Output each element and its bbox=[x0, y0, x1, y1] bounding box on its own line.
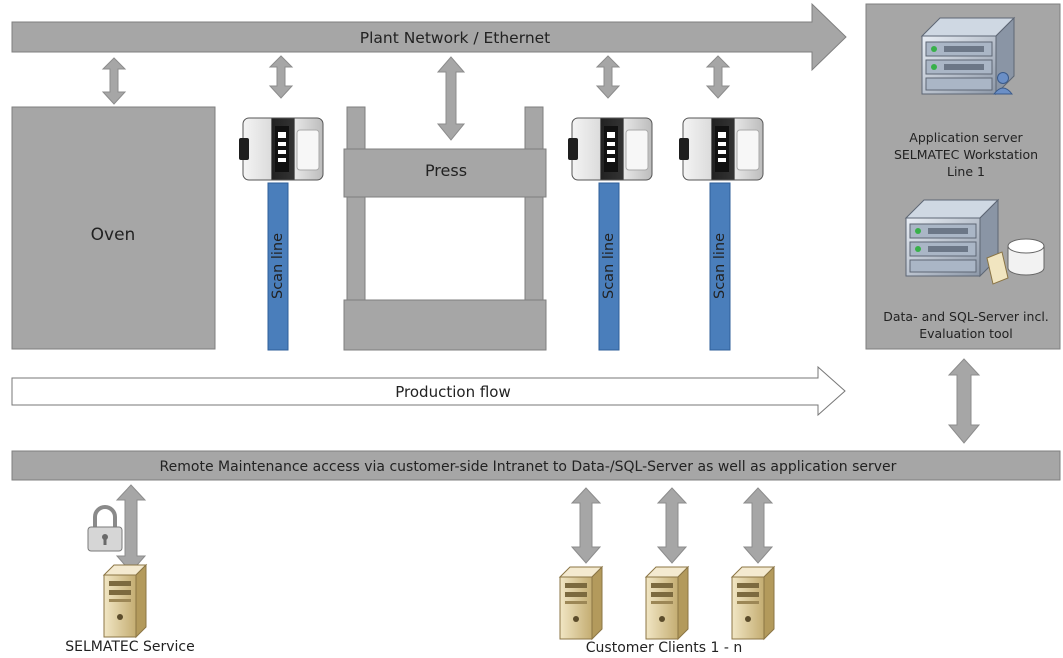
user-icon bbox=[992, 72, 1014, 95]
scan-line-label-1: Scan line bbox=[270, 233, 286, 299]
remote-maintenance-bar bbox=[11, 450, 1061, 481]
network-link-arrows bbox=[101, 55, 731, 141]
remote-maintenance-label: Remote Maintenance access via customer-s… bbox=[160, 459, 897, 475]
client-link-arrows bbox=[570, 487, 774, 564]
application-server-label-3: Line 1 bbox=[947, 164, 985, 179]
production-flow-label: Production flow bbox=[395, 383, 510, 401]
scan-line-label-3: Scan line bbox=[712, 233, 728, 299]
selmatec-service-computer-icon bbox=[103, 564, 147, 638]
document-icon bbox=[986, 251, 1009, 285]
scan-line-label-2: Scan line bbox=[601, 233, 617, 299]
data-server-icon bbox=[905, 199, 999, 277]
customer-client-1-icon bbox=[559, 566, 603, 640]
database-icon bbox=[1007, 238, 1045, 276]
application-server-label-1: Application server bbox=[909, 130, 1023, 145]
customer-client-2-icon bbox=[645, 566, 689, 640]
press-frame bbox=[343, 106, 547, 351]
plant-network-label: Plant Network / Ethernet bbox=[360, 29, 551, 47]
oven-box bbox=[11, 106, 216, 350]
application-server-label-2: SELMATEC Workstation bbox=[894, 147, 1038, 162]
customer-client-3-icon bbox=[731, 566, 775, 640]
data-server-label-1: Data- and SQL-Server incl. bbox=[883, 309, 1049, 324]
oven-label: Oven bbox=[91, 225, 136, 245]
scanner-1-icon bbox=[238, 117, 324, 181]
plant-network-arrow bbox=[11, 2, 847, 72]
lock-icon bbox=[87, 505, 123, 552]
scan-line-bar-2 bbox=[598, 182, 620, 351]
selmatec-service-label: SELMATEC Service bbox=[65, 639, 194, 655]
server-remote-arrow bbox=[947, 358, 981, 444]
production-flow-arrow bbox=[11, 365, 846, 417]
data-server-label-2: Evaluation tool bbox=[919, 326, 1013, 341]
scanner-3-icon bbox=[678, 117, 764, 181]
scan-line-bar-3 bbox=[709, 182, 731, 351]
scan-line-bar-1 bbox=[267, 182, 289, 351]
press-label: Press bbox=[425, 161, 467, 180]
customer-clients-label: Customer Clients 1 - n bbox=[586, 640, 742, 656]
scanner-2-icon bbox=[567, 117, 653, 181]
